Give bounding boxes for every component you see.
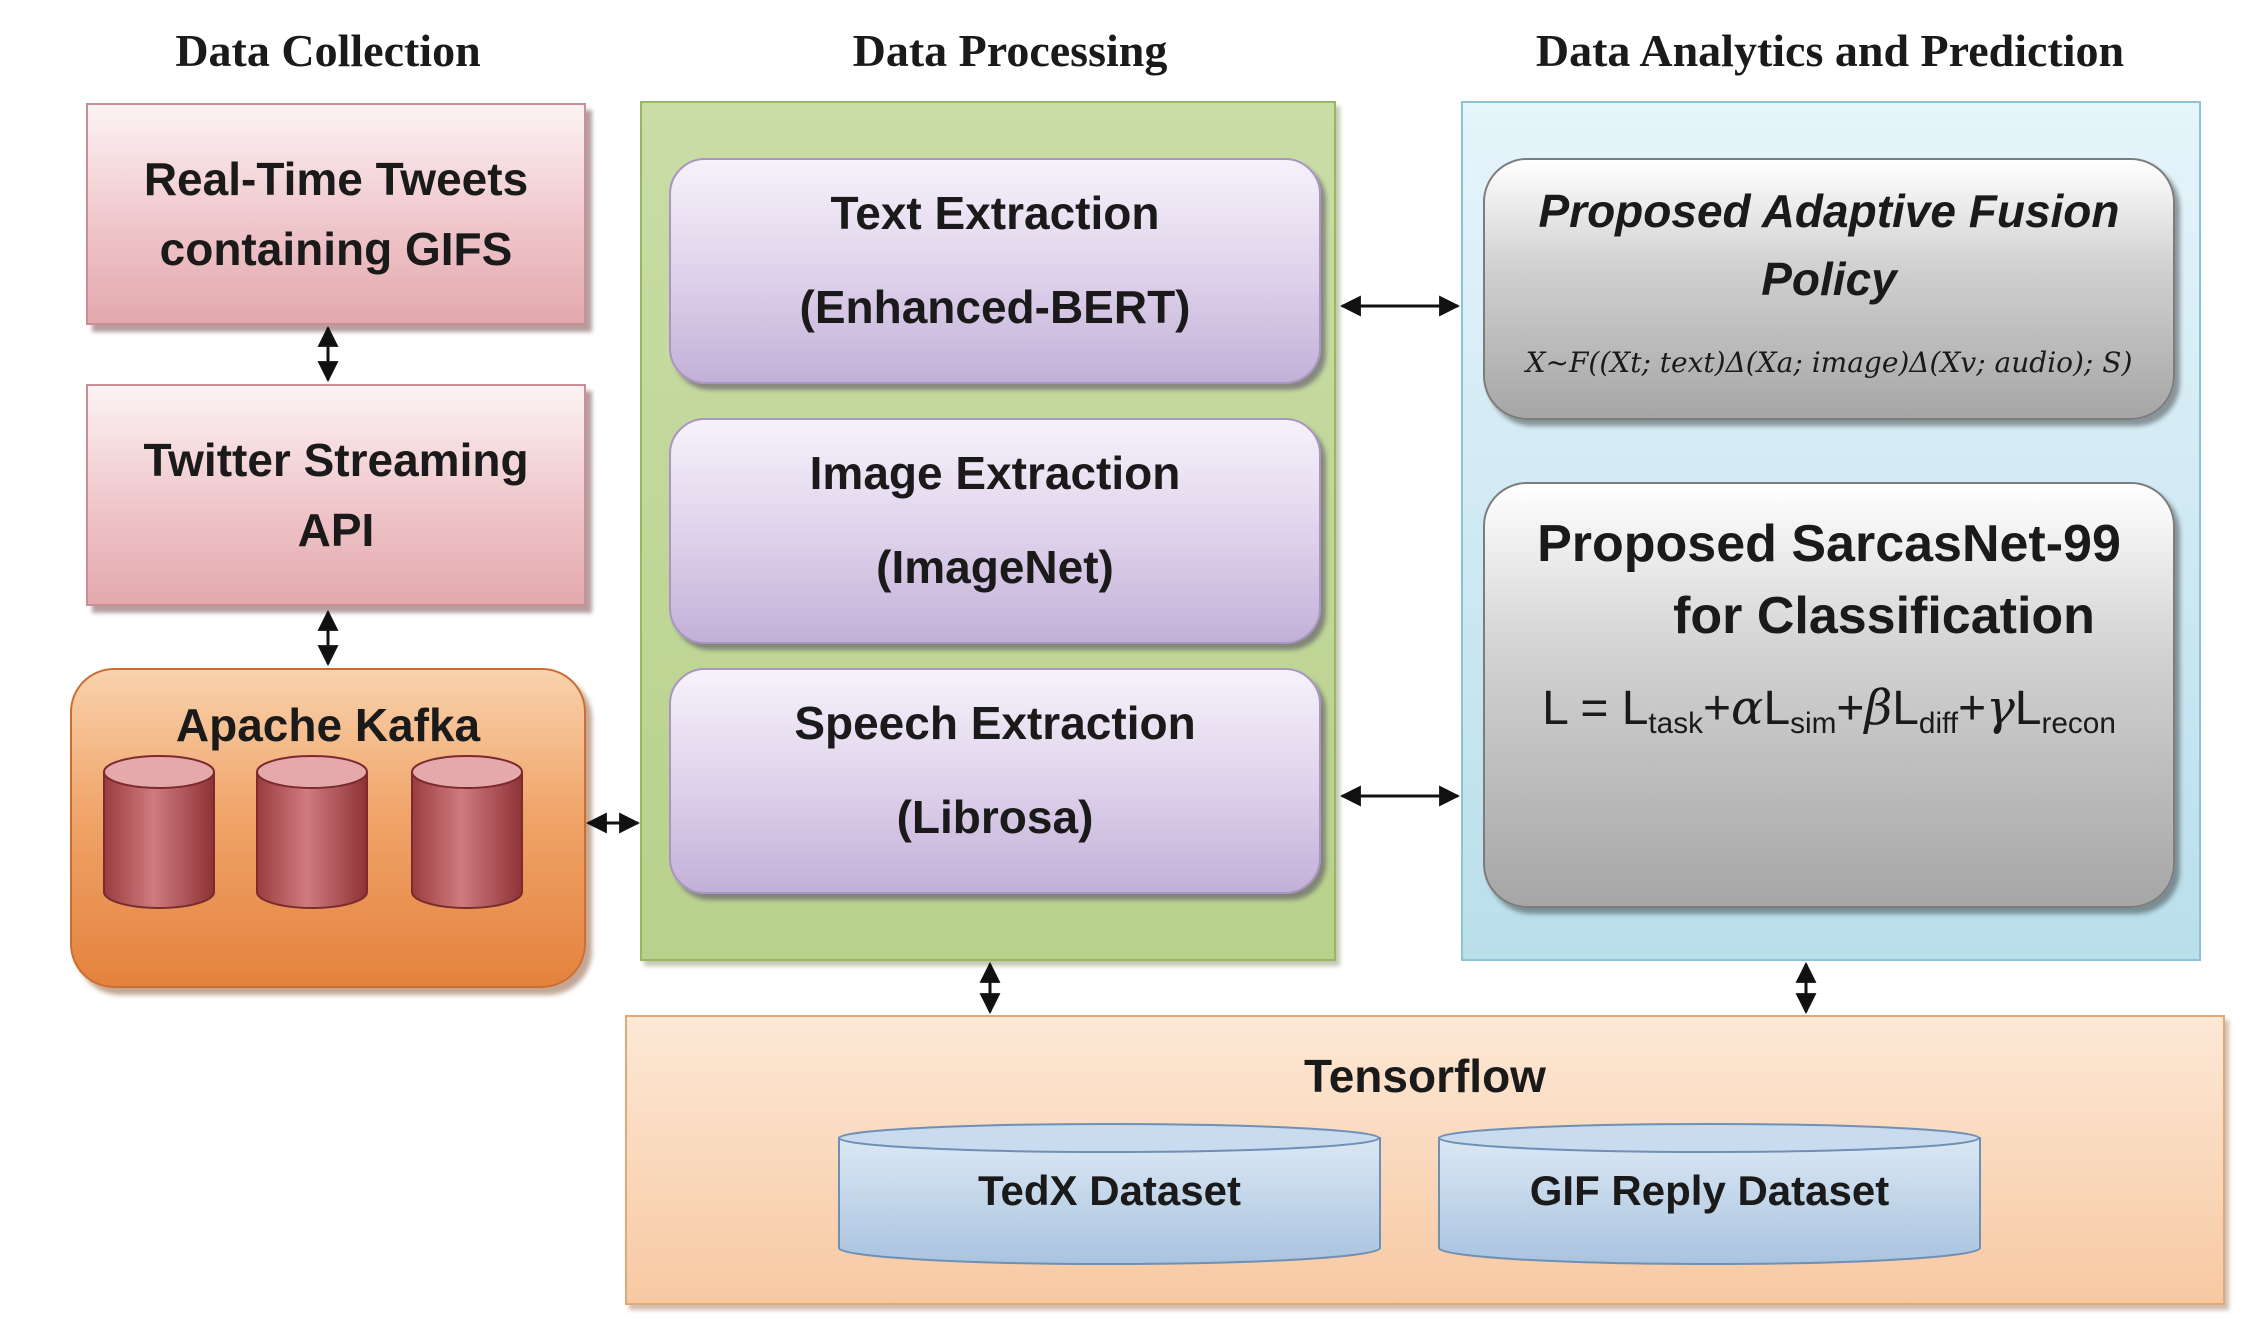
- tensorflow-panel: Tensorflow TedX Dataset GIF Reply Datase…: [625, 1015, 2225, 1305]
- apache-kafka-label: Apache Kafka: [175, 699, 481, 751]
- twitter-api-line2: API: [297, 504, 375, 556]
- text-extraction-model: (Enhanced-BERT): [799, 281, 1191, 333]
- kafka-partition-cylinder: [256, 755, 368, 909]
- apache-kafka-box: Apache Kafka: [70, 668, 586, 988]
- tedx-dataset-cylinder: TedX Dataset: [837, 1122, 1382, 1272]
- twitter-streaming-api-box: Twitter Streaming API: [86, 384, 586, 606]
- twitter-api-line1: Twitter Streaming: [143, 434, 529, 486]
- gif-cylinder-shape: [1438, 1123, 1981, 1266]
- column-title-collection: Data Collection: [175, 25, 481, 76]
- sarcasnet-box: Proposed SarcasNet-99 for Classification…: [1483, 482, 2175, 908]
- tedx-cylinder-shape: [838, 1123, 1381, 1266]
- tweets-source-box: Real-Time Tweets containing GIFS: [86, 103, 586, 325]
- kafka-partitions: [103, 755, 523, 909]
- speech-extraction-box: Speech Extraction (Librosa): [669, 668, 1321, 894]
- tweets-source-line1: Real-Time Tweets: [143, 153, 529, 205]
- speech-extraction-title: Speech Extraction: [794, 697, 1196, 749]
- speech-extraction-model: (Librosa): [896, 791, 1094, 843]
- column-title-analytics: Data Analytics and Prediction: [1535, 25, 2125, 76]
- image-extraction-model: (ImageNet): [876, 541, 1114, 593]
- kafka-partition-cylinder: [411, 755, 523, 909]
- image-extraction-title: Image Extraction: [809, 447, 1181, 499]
- image-extraction-box: Image Extraction (ImageNet): [669, 418, 1321, 644]
- kafka-partition-cylinder: [103, 755, 215, 909]
- text-extraction-box: Text Extraction (Enhanced-BERT): [669, 158, 1321, 384]
- fusion-title-line2: Policy: [1761, 253, 1897, 305]
- sarcasnet-title-line2: for Classification: [1673, 587, 2095, 645]
- gif-reply-dataset-cylinder: GIF Reply Dataset: [1437, 1122, 1982, 1272]
- adaptive-fusion-box: Proposed Adaptive Fusion Policy X~F((Xt;…: [1483, 158, 2175, 420]
- text-extraction-title: Text Extraction: [830, 187, 1160, 239]
- tedx-dataset-label: TedX Dataset: [978, 1167, 1241, 1214]
- sarcasnet-title-line1: Proposed SarcasNet-99: [1537, 515, 2121, 573]
- tweets-source-line2: containing GIFS: [159, 223, 513, 275]
- column-title-processing: Data Processing: [852, 25, 1168, 76]
- tensorflow-label: Tensorflow: [1304, 1050, 1546, 1102]
- fusion-title-line1: Proposed Adaptive Fusion: [1538, 185, 2120, 237]
- fusion-formula: X~F((Xt; text)Δ(Xa; image)Δ(Xv; audio); …: [1525, 346, 2133, 379]
- loss-formula: L = Ltask+αLsim+βLdiff+γLrecon: [1542, 680, 2116, 740]
- gif-reply-dataset-label: GIF Reply Dataset: [1529, 1167, 1890, 1214]
